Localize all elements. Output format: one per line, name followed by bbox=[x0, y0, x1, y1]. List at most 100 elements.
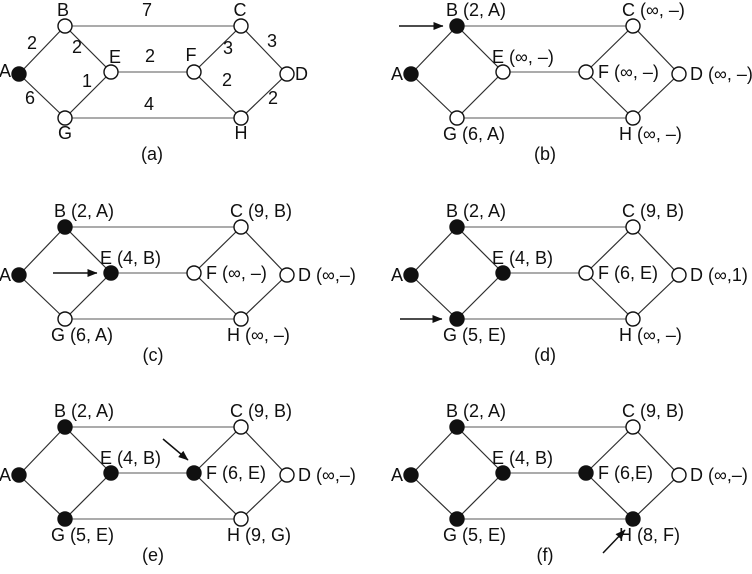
edge-B-E bbox=[456, 25, 504, 73]
node-D bbox=[671, 66, 687, 82]
node-E bbox=[495, 64, 511, 80]
label-C: C (9, B) bbox=[230, 401, 292, 421]
edge-F-H bbox=[585, 272, 634, 320]
node-G bbox=[449, 511, 465, 527]
label-G: G (5, E) bbox=[443, 525, 506, 545]
label-A: A bbox=[391, 465, 403, 485]
caption-c: (c) bbox=[143, 345, 164, 365]
label-F: F (6,E) bbox=[598, 463, 653, 483]
label-E: E (4, B) bbox=[492, 448, 553, 468]
graph-e: A B (2, A) C (9, B) D (∞,–) E (4, B) F (… bbox=[0, 401, 356, 565]
node-C bbox=[625, 18, 641, 34]
node-C bbox=[625, 419, 641, 435]
edge-H-D bbox=[240, 274, 288, 320]
graph-c-nodes bbox=[11, 219, 295, 327]
caption-e: (e) bbox=[142, 545, 164, 565]
edge-E-G bbox=[64, 472, 112, 520]
edge-B-E bbox=[64, 25, 112, 73]
graph-a-nodes bbox=[11, 18, 295, 126]
edge-E-G bbox=[64, 71, 112, 119]
graph-c-edges bbox=[18, 226, 288, 320]
edge-F-H bbox=[193, 272, 242, 320]
node-B bbox=[449, 419, 465, 435]
edge-H-D bbox=[240, 474, 288, 520]
label-F: F (6, E) bbox=[598, 263, 658, 283]
edge-A-B bbox=[410, 226, 458, 276]
edge-C-F bbox=[193, 226, 242, 274]
graph-a-edge-weights: 2 6 7 2 2 1 3 3 2 4 2 bbox=[25, 0, 278, 114]
edge-C-F bbox=[585, 226, 634, 274]
weight-A-G: 6 bbox=[25, 88, 35, 108]
edge-C-D bbox=[632, 426, 680, 476]
graph-f-edges bbox=[410, 426, 680, 520]
node-A bbox=[403, 467, 419, 483]
edge-B-E bbox=[456, 426, 504, 474]
graph-b-edges bbox=[410, 25, 680, 119]
label-A: A bbox=[391, 64, 403, 84]
weight-E-G: 1 bbox=[82, 71, 92, 91]
node-A bbox=[11, 467, 27, 483]
node-D bbox=[671, 267, 687, 283]
label-C: C (9, B) bbox=[622, 401, 684, 421]
label-E: E (∞, –) bbox=[492, 47, 554, 67]
node-G bbox=[449, 110, 465, 126]
node-E bbox=[103, 64, 119, 80]
label-G: G (5, E) bbox=[51, 525, 114, 545]
graph-f: A B (2, A) C (9, B) D (∞,–) E (4, B) F (… bbox=[391, 401, 748, 565]
label-D: D (∞,–) bbox=[690, 465, 748, 485]
label-D: D bbox=[295, 64, 308, 84]
graph-a-node-labels: A B C D E F G H bbox=[0, 0, 308, 143]
node-A bbox=[11, 66, 27, 82]
edge-C-F bbox=[193, 426, 242, 474]
edge-E-G bbox=[456, 272, 504, 320]
node-H bbox=[625, 511, 641, 527]
node-F bbox=[186, 64, 202, 80]
label-B: B (2, A) bbox=[54, 201, 114, 221]
node-C bbox=[625, 219, 641, 235]
label-H: H (∞, –) bbox=[619, 124, 682, 144]
edge-B-E bbox=[456, 226, 504, 274]
label-H: H (∞, –) bbox=[227, 325, 290, 345]
edge-H-D bbox=[632, 274, 680, 320]
node-G bbox=[57, 110, 73, 126]
label-B: B (2, A) bbox=[446, 0, 506, 20]
caption-d: (d) bbox=[534, 345, 556, 365]
edge-A-B bbox=[410, 426, 458, 476]
caption-a: (a) bbox=[141, 144, 163, 164]
edge-A-G bbox=[410, 274, 458, 320]
node-E bbox=[103, 265, 119, 281]
label-E: E (4, B) bbox=[100, 448, 161, 468]
graph-f-nodes bbox=[403, 419, 687, 527]
edge-C-D bbox=[240, 426, 288, 476]
edge-A-G bbox=[410, 474, 458, 520]
label-E: E bbox=[109, 47, 121, 67]
label-A: A bbox=[391, 265, 403, 285]
edge-B-E bbox=[64, 226, 112, 274]
label-C: C bbox=[234, 0, 247, 20]
graph-a-edges bbox=[18, 25, 288, 119]
label-H: H (8, F) bbox=[619, 525, 680, 545]
graph-b-nodes bbox=[403, 18, 687, 126]
edge-H-D bbox=[632, 73, 680, 119]
edge-E-G bbox=[456, 71, 504, 119]
label-C: C (∞, –) bbox=[622, 0, 685, 20]
node-D bbox=[279, 267, 295, 283]
node-D bbox=[279, 467, 295, 483]
label-D: D (∞,–) bbox=[298, 265, 356, 285]
edge-A-G bbox=[18, 73, 66, 119]
label-A: A bbox=[0, 265, 11, 285]
label-G: G (6, A) bbox=[443, 124, 505, 144]
label-B: B bbox=[57, 0, 69, 20]
node-G bbox=[57, 311, 73, 327]
current-node-arrow bbox=[162, 438, 189, 461]
label-A: A bbox=[0, 61, 11, 81]
label-G: G bbox=[58, 123, 72, 143]
node-B bbox=[57, 219, 73, 235]
node-C bbox=[233, 419, 249, 435]
node-C bbox=[233, 219, 249, 235]
node-A bbox=[403, 267, 419, 283]
node-B bbox=[449, 219, 465, 235]
node-A bbox=[11, 267, 27, 283]
label-F: F (∞, –) bbox=[206, 263, 267, 283]
